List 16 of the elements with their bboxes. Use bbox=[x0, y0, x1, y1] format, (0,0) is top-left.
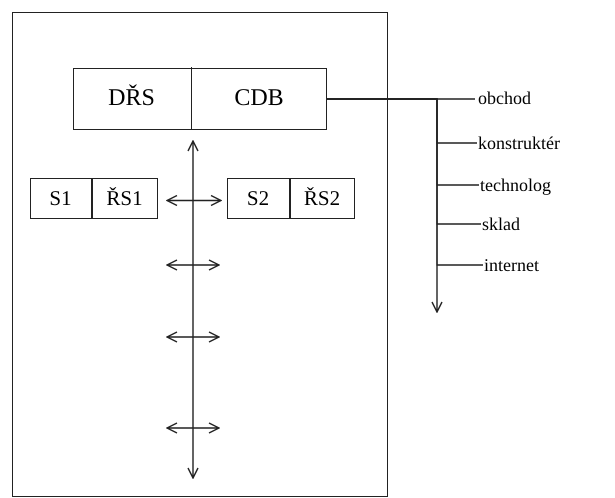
cell-label: ŘS1 bbox=[92, 178, 158, 218]
connector bbox=[166, 194, 222, 206]
frame-box bbox=[72, 68, 326, 130]
node-label: technolog bbox=[480, 173, 570, 197]
node-label: obchod bbox=[478, 86, 558, 110]
cell-label: S1 bbox=[30, 178, 92, 218]
node-label: internet bbox=[484, 253, 554, 277]
node-label: sklad bbox=[482, 212, 542, 236]
connector bbox=[187, 140, 199, 479]
cell-label: CDB bbox=[192, 67, 326, 129]
cell-label: S2 bbox=[226, 178, 290, 218]
cell-label: ŘS2 bbox=[290, 178, 354, 218]
frame-box bbox=[12, 12, 388, 497]
node-label: konstruktér bbox=[478, 131, 578, 155]
connector bbox=[327, 98, 443, 313]
cell-label: DŘS bbox=[72, 67, 192, 129]
